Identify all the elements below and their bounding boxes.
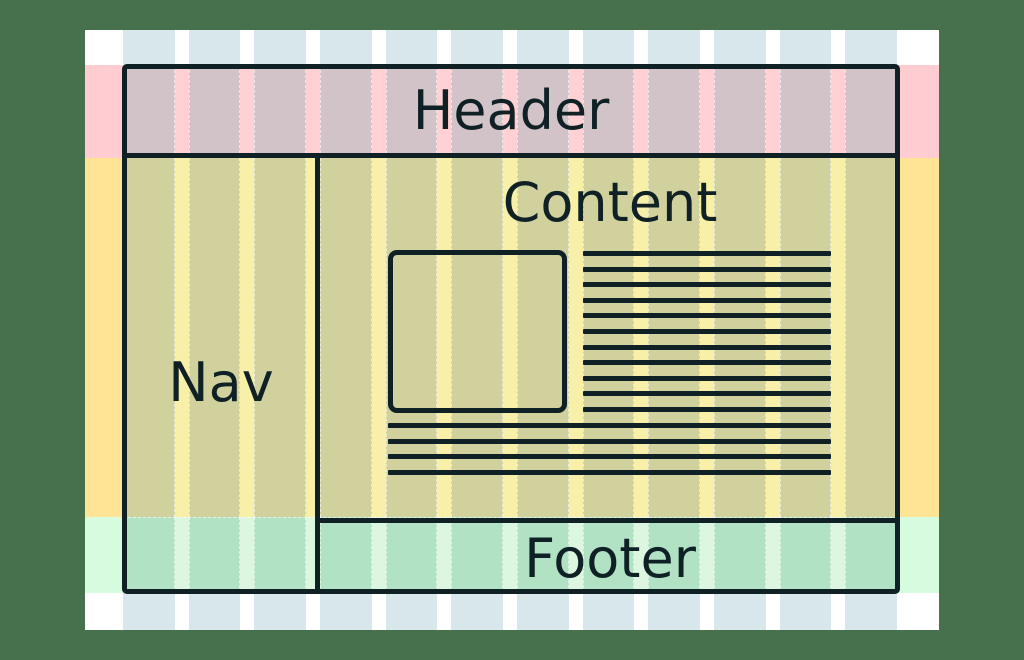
grid-column xyxy=(845,30,898,65)
grid-column xyxy=(779,30,832,65)
grid-column xyxy=(254,593,307,630)
grid-margin-right xyxy=(897,593,939,630)
bottom-margin-band xyxy=(85,593,939,630)
text-line xyxy=(583,297,831,303)
header-label-text: Header xyxy=(412,79,610,142)
text-lines-bottom xyxy=(388,423,831,475)
grid-column xyxy=(845,517,898,593)
content-label-text: Content xyxy=(502,171,718,234)
grid-column xyxy=(582,30,635,65)
page-canvas: Header Nav Content Footer xyxy=(85,30,939,630)
text-line xyxy=(583,251,831,256)
grid-column xyxy=(320,593,372,630)
grid-column xyxy=(188,30,241,65)
grid-column xyxy=(254,30,307,65)
grid-margin-left xyxy=(85,65,123,158)
grid-margin-right xyxy=(897,158,939,517)
grid-column xyxy=(714,65,766,158)
grid-margin-right xyxy=(897,517,939,593)
grid-margin-right xyxy=(897,30,939,65)
text-line xyxy=(583,391,831,397)
nav-right-divider xyxy=(315,153,320,594)
grid-column xyxy=(123,30,175,65)
grid-column xyxy=(385,30,438,65)
grid-column xyxy=(254,158,307,517)
grid-column xyxy=(582,65,635,158)
nav-label: Nav xyxy=(122,159,320,594)
grid-margin-left xyxy=(85,517,123,593)
grid-column xyxy=(320,158,372,517)
grid-column xyxy=(188,593,241,630)
text-line xyxy=(388,469,831,475)
grid-column xyxy=(123,517,175,593)
grid-column xyxy=(648,65,701,158)
text-line xyxy=(388,454,831,460)
grid-margin-left xyxy=(85,593,123,630)
grid-column xyxy=(451,517,504,593)
image-placeholder-box xyxy=(388,250,567,413)
grid-column xyxy=(451,593,504,630)
grid-column xyxy=(714,30,766,65)
header-label: Header xyxy=(122,64,900,158)
grid-column xyxy=(385,517,438,593)
grid-column xyxy=(779,65,832,158)
text-line xyxy=(583,313,831,319)
top-margin-band xyxy=(85,30,939,65)
footer-label: Footer xyxy=(320,523,900,594)
grid-column xyxy=(714,593,766,630)
grid-column xyxy=(123,65,175,158)
grid-column xyxy=(320,30,372,65)
grid-column xyxy=(779,593,832,630)
text-lines-right xyxy=(583,251,831,412)
grid-margin-left xyxy=(85,158,123,517)
footer-top-divider xyxy=(315,518,900,523)
text-line xyxy=(583,328,831,334)
text-line xyxy=(583,344,831,350)
text-line xyxy=(388,423,831,428)
grid-column xyxy=(845,593,898,630)
grid-column xyxy=(320,517,372,593)
grid-column xyxy=(451,65,504,158)
grid-column xyxy=(188,65,241,158)
grid-column xyxy=(517,65,569,158)
grid-column xyxy=(779,517,832,593)
header-bottom-divider xyxy=(122,153,900,158)
nav-label-text: Nav xyxy=(168,350,274,414)
grid-row-boundary-dash xyxy=(123,517,897,518)
grid-column xyxy=(188,158,241,517)
layout-outline-box xyxy=(122,64,900,594)
grid-column xyxy=(254,517,307,593)
grid-column xyxy=(582,593,635,630)
footer-band xyxy=(85,517,939,593)
footer-label-text: Footer xyxy=(524,526,696,590)
grid-column xyxy=(123,593,175,630)
grid-column xyxy=(648,30,701,65)
text-line xyxy=(583,282,831,288)
grid-column xyxy=(123,158,175,517)
grid-column xyxy=(648,593,701,630)
grid-column xyxy=(582,517,635,593)
grid-column xyxy=(451,30,504,65)
grid-margin-right xyxy=(897,65,939,158)
grid-column xyxy=(188,517,241,593)
grid-column xyxy=(517,30,569,65)
header-band xyxy=(85,65,939,158)
grid-column xyxy=(845,158,898,517)
grid-column xyxy=(517,593,569,630)
text-line xyxy=(388,438,831,444)
grid-column xyxy=(385,593,438,630)
grid-column xyxy=(385,65,438,158)
grid-margin-left xyxy=(85,30,123,65)
grid-column xyxy=(320,65,372,158)
grid-column xyxy=(517,517,569,593)
text-line xyxy=(583,266,831,272)
grid-column xyxy=(648,517,701,593)
grid-column xyxy=(714,517,766,593)
text-line xyxy=(583,406,831,412)
grid-column xyxy=(254,65,307,158)
content-label: Content xyxy=(320,168,900,238)
grid-column xyxy=(845,65,898,158)
text-line xyxy=(583,375,831,381)
text-line xyxy=(583,360,831,366)
